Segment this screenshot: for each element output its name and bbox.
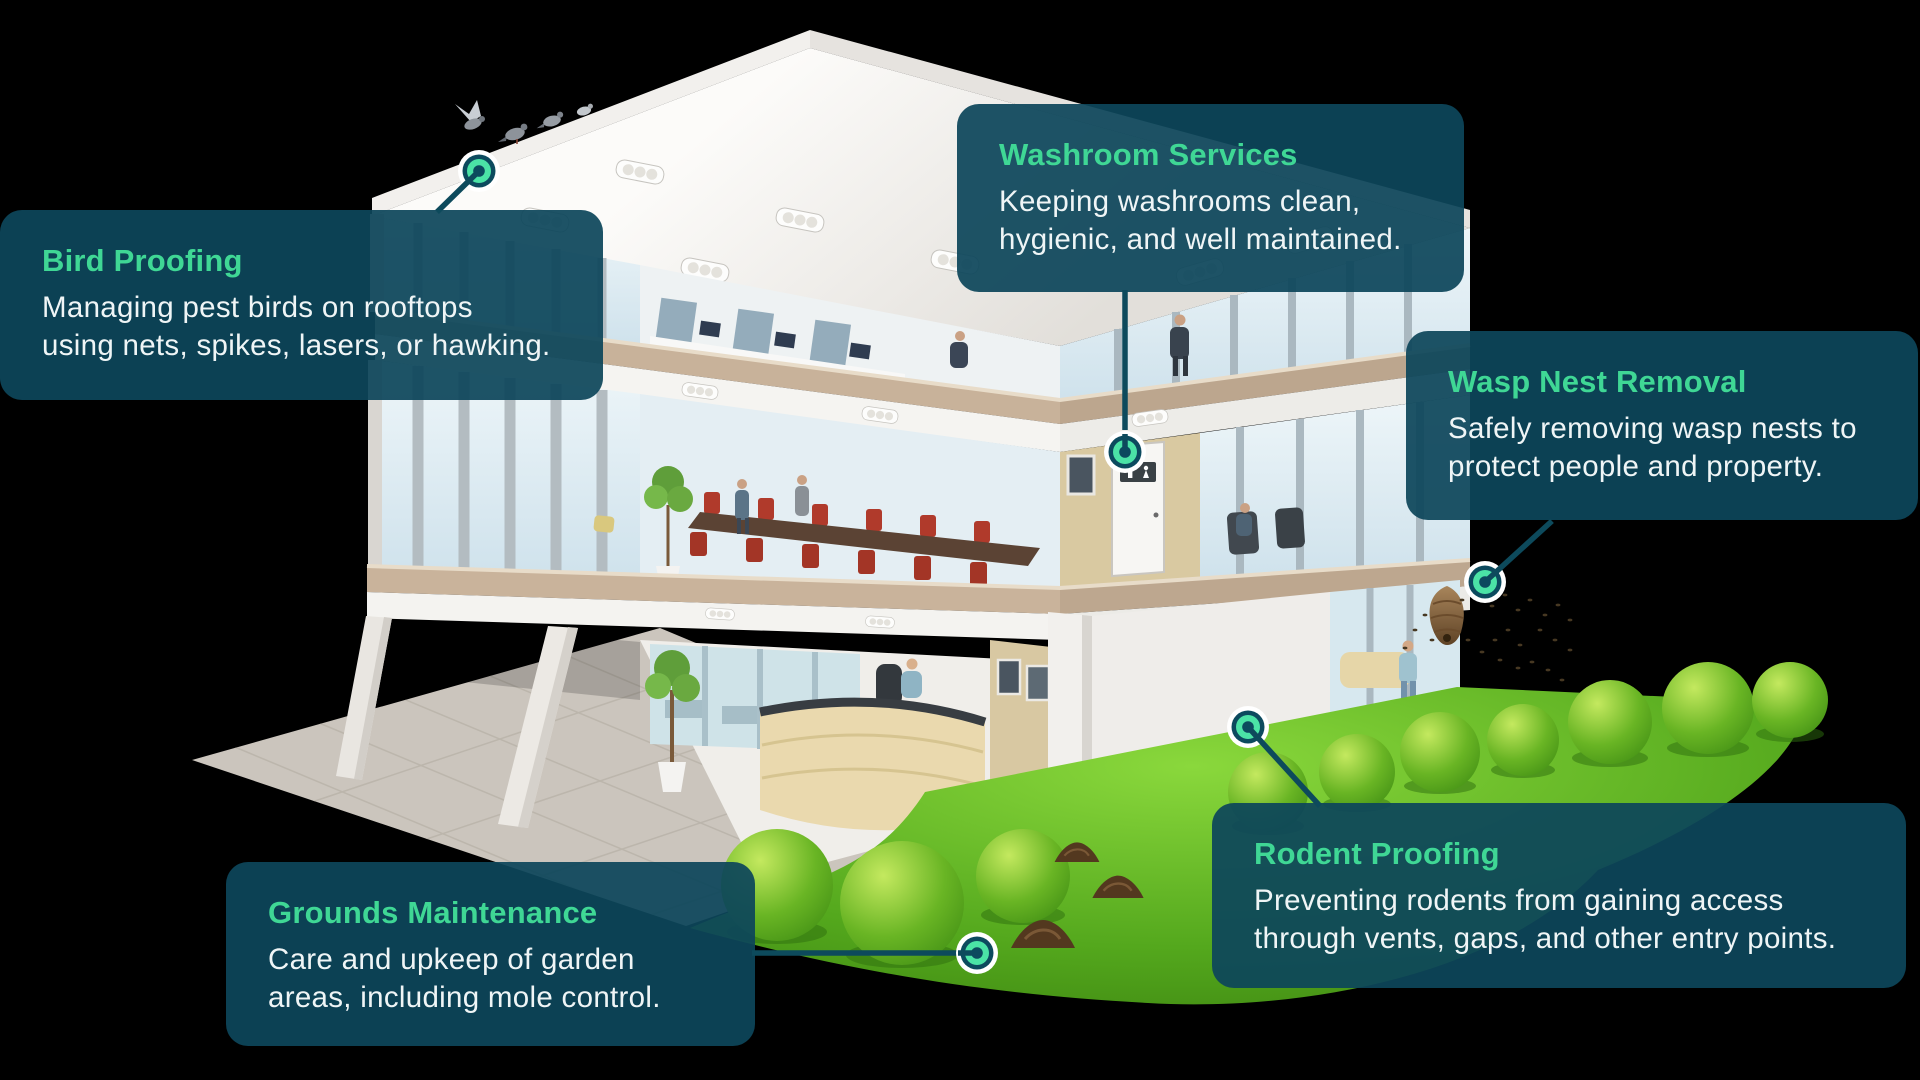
wasp-nest-icon (1402, 586, 1573, 682)
callout-body-line: Preventing rodents from gaining access (1254, 884, 1784, 917)
person-at-desk (950, 331, 968, 368)
callout-body-line: protect people and property. (1448, 449, 1824, 483)
callout-body-line: Managing pest birds on rooftops (42, 291, 473, 324)
molehills (1011, 842, 1144, 948)
callout-title: Bird Proofing (42, 243, 243, 278)
callout-body-line: through vents, gaps, and other entry poi… (1254, 921, 1837, 955)
wasp-swarm-icon (1402, 593, 1573, 682)
washroom-door (1111, 440, 1165, 578)
corner-pillar (1048, 612, 1092, 800)
callout-washroom-services: Washroom Services Keeping washrooms clea… (957, 104, 1464, 292)
callout-body-line: areas, including mole control. (268, 980, 661, 1014)
pigeons-icon (455, 100, 593, 144)
callout-title: Wasp Nest Removal (1448, 364, 1747, 399)
walking-person (1170, 314, 1189, 376)
callout-body-line: Care and upkeep of garden (268, 943, 635, 976)
callout-body-line: using nets, spikes, lasers, or hawking. (42, 328, 551, 362)
callout-body-line: hygienic, and well maintained. (999, 222, 1402, 256)
washroom-wall (1060, 433, 1200, 588)
callout-body-line: Safely removing wasp nests to (1448, 412, 1857, 445)
callout-title: Washroom Services (999, 137, 1298, 172)
callout-title: Rodent Proofing (1254, 836, 1500, 871)
receptionist (876, 658, 922, 706)
middle-floor (368, 360, 1470, 588)
sofa (1340, 652, 1410, 688)
conference-room (593, 466, 1040, 586)
callout-wasp-nest-removal: Wasp Nest Removal Safely removing wasp n… (1406, 331, 1918, 520)
callout-rodent-proofing: Rodent Proofing Preventing rodents from … (1212, 803, 1906, 988)
standing-people (735, 475, 809, 534)
callout-title: Grounds Maintenance (268, 895, 598, 930)
callout-grounds-maintenance: Grounds Maintenance Care and upkeep of g… (226, 862, 755, 1046)
potted-tree (645, 650, 700, 792)
callout-body-line: Keeping washrooms clean, (999, 185, 1361, 218)
callout-bird-proofing: Bird Proofing Managing pest birds on roo… (0, 210, 603, 400)
waiting-area (1226, 503, 1305, 555)
wc-sign-icon (1120, 462, 1156, 482)
back-wall-art (990, 640, 1060, 784)
